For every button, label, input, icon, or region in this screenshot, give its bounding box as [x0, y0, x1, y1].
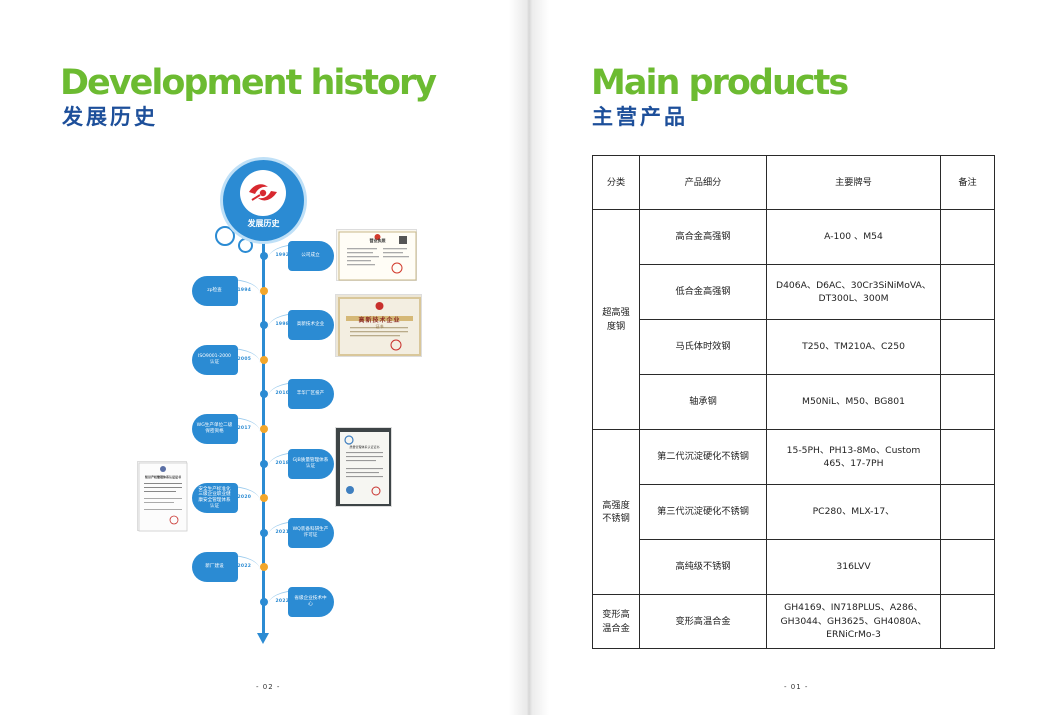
hightech-caption: 高新技术企业: [358, 317, 401, 324]
table-row: 高纯级不锈钢 316LVV: [593, 539, 995, 595]
timeline-year: 1992: [275, 253, 290, 258]
table-row: 高强度不锈钢 第二代沉淀硬化不锈钢 15-5PH、PH13-8Mo、Custom…: [592, 429, 995, 595]
license-caption: 营业执照: [369, 238, 386, 243]
timeline-event: WG生产单位二级保密资格: [191, 414, 238, 444]
subcategory-cell: 第二代沉淀硬化不锈钢: [639, 429, 767, 485]
timeline-arrow-icon: [257, 633, 269, 644]
grades-cell: 15-5PH、PH13-8Mo、Custom 465、17-7PH: [766, 429, 941, 485]
header-subcategory: 产品细分: [639, 155, 767, 210]
development-history-title-cn: 发展历史: [62, 105, 158, 129]
iso-certificate-image: 质量管理体系认证证书: [335, 427, 392, 507]
decor-ring: [215, 226, 235, 246]
timeline-node: [259, 252, 268, 260]
grades-cell: GH4169、IN718PLUS、A286、GH3044、GH3625、GH40…: [766, 594, 941, 649]
timeline-year: 2018: [275, 461, 290, 466]
timeline-event: zp检查: [191, 276, 238, 306]
table-row: 变形高温合金 变形高温合金 GH4169、IN718PLUS、A286、GH30…: [592, 594, 995, 649]
page-number-right: - 01 -: [784, 683, 809, 691]
timeline-year: 1998: [275, 322, 290, 327]
grades-cell: D406A、D6AC、30Cr3SiNiMoVA、DT300L、300M: [766, 264, 941, 320]
header-notes: 备注: [940, 155, 995, 210]
ip-certificate-image: 知识产权管理体系认证证书: [137, 461, 188, 532]
notes-cell: [940, 539, 995, 595]
category-cell: 高强度不锈钢: [592, 429, 640, 595]
table-row: 轴承钢 M50NiL、M50、BG801: [593, 374, 995, 430]
timeline-year: 1994: [237, 288, 252, 293]
decor-ring: [238, 238, 253, 253]
table-header-row: 分类 产品细分 主要牌号 备注: [592, 155, 995, 210]
company-logo-icon: [240, 170, 286, 216]
grades-cell: T250、TM210A、C250: [766, 319, 941, 375]
table-row: 超高强度钢 高合金高强钢 A-100 、M54: [592, 209, 995, 430]
header-category: 分类: [592, 155, 640, 210]
subcategory-cell: 变形高温合金: [639, 594, 767, 649]
timeline-node: [259, 529, 268, 537]
timeline-year: 2005: [237, 357, 252, 362]
notes-cell: [940, 484, 995, 540]
grades-cell: PC280、MLX-17、: [766, 484, 941, 540]
timeline-node: [259, 356, 268, 364]
subcategory-cell: 高纯级不锈钢: [639, 539, 767, 595]
subcategory-cell: 轴承钢: [639, 374, 767, 430]
timeline-event: ISO9001-2000认证: [191, 345, 238, 375]
timeline-node: [259, 321, 268, 329]
header-grades: 主要牌号: [766, 155, 941, 210]
logo-label: 发展历史: [247, 219, 280, 228]
notes-cell: [940, 374, 995, 430]
timeline-event: 新厂建设: [191, 552, 238, 582]
notes-cell: [940, 264, 995, 320]
timeline-node: [259, 390, 268, 398]
subcategory-cell: 低合金高强钢: [639, 264, 767, 320]
timeline-node: [259, 494, 268, 502]
timeline-node: [259, 425, 268, 433]
timeline-year: 2022: [275, 599, 290, 604]
history-logo: 发展历史: [223, 160, 304, 241]
category-cell: 超高强度钢: [592, 209, 640, 430]
timeline-event: 高新技术企业: [287, 310, 334, 340]
timeline-year: 2020: [237, 495, 252, 500]
page-number-left: - 02 -: [256, 683, 281, 691]
timeline-event: 公司成立: [287, 241, 334, 271]
timeline-node: [259, 287, 268, 295]
table-row: 第三代沉淀硬化不锈钢 PC280、MLX-17、: [593, 484, 995, 540]
table-row: 马氏体时效钢 T250、TM210A、C250: [593, 319, 995, 375]
grades-cell: A-100 、M54: [766, 209, 941, 265]
products-table: 分类 产品细分 主要牌号 备注 超高强度钢 高合金高强钢 A-100 、M54 …: [592, 155, 995, 649]
subcategory-cell: 第三代沉淀硬化不锈钢: [639, 484, 767, 540]
ip-caption: 知识产权管理体系认证证书: [144, 475, 181, 479]
timeline-event: 安全生产标准化三级企业职业健康安全管理体系认证: [191, 483, 238, 513]
high-tech-certificate-image: 高新技术企业 证书: [335, 294, 422, 357]
timeline-event: WQ装备科研生产许可证: [287, 518, 334, 548]
notes-cell: [940, 429, 995, 485]
timeline-node: [259, 598, 268, 606]
notes-cell: [940, 319, 995, 375]
category-cell: 变形高温合金: [592, 594, 640, 649]
table-row: 低合金高强钢 D406A、D6AC、30Cr3SiNiMoVA、DT300L、3…: [593, 264, 995, 320]
subcategory-cell: 高合金高强钢: [639, 209, 767, 265]
timeline-event: GJB质量管理体系认证: [287, 449, 334, 479]
timeline-year: 2021: [275, 530, 290, 535]
subcategory-cell: 马氏体时效钢: [639, 319, 767, 375]
timeline-year: 2022: [237, 564, 252, 569]
main-products-title-cn: 主营产品: [592, 105, 688, 129]
iso-caption: 质量管理体系认证证书: [349, 445, 380, 449]
development-history-title-en: Development history: [60, 63, 437, 103]
timeline-node: [259, 563, 268, 571]
grades-cell: 316LVV: [766, 539, 941, 595]
right-page: Main products 主营产品 - 01 -: [529, 0, 1057, 715]
grades-cell: M50NiL、M50、BG801: [766, 374, 941, 430]
notes-cell: [940, 209, 995, 265]
notes-cell: [940, 594, 995, 649]
timeline-event: 丰华厂区投产: [287, 379, 334, 409]
timeline-node: [259, 460, 268, 468]
timeline-year: 2017: [237, 426, 252, 431]
timeline-event: 省级企业技术中心: [287, 587, 334, 617]
hightech-sub: 证书: [375, 324, 384, 329]
timeline-year: 2010: [275, 391, 290, 396]
main-products-title-en: Main products: [591, 63, 849, 103]
business-license-image: 营业执照: [336, 229, 417, 281]
book-spine: [509, 0, 549, 715]
